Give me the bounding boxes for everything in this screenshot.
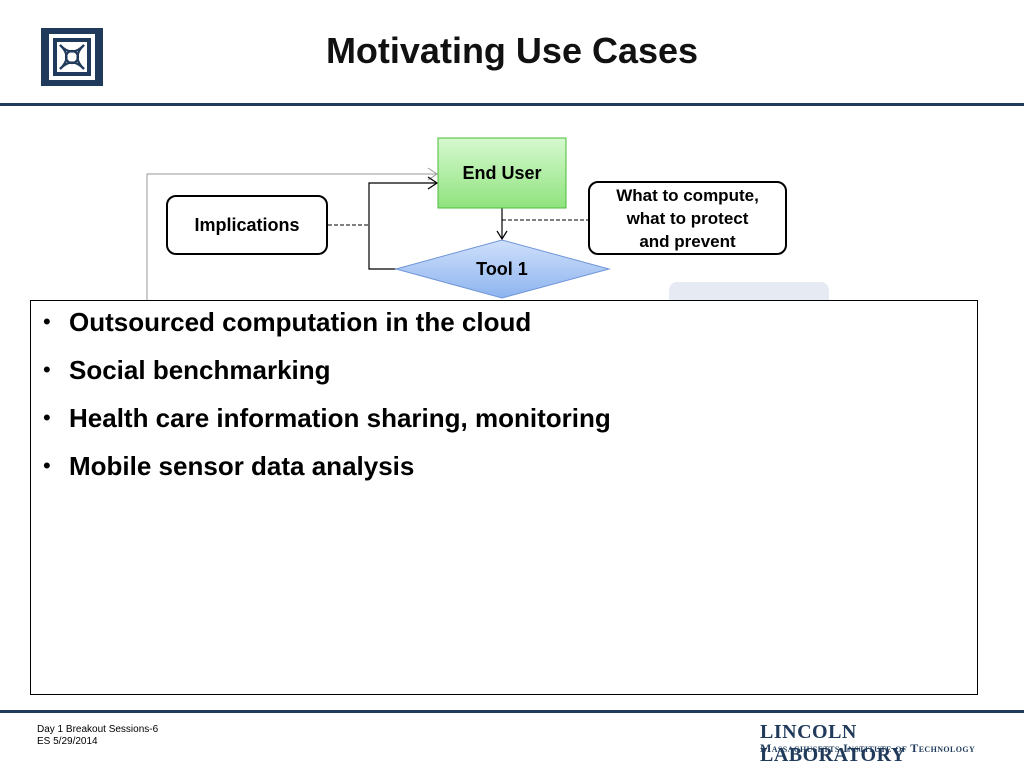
- bullet-text: Mobile sensor data analysis: [69, 451, 415, 481]
- footer-date: ES 5/29/2014: [37, 736, 98, 747]
- mit-ll-logo: [41, 28, 103, 86]
- content-box: • Outsourced computation in the cloud • So…: [30, 300, 978, 695]
- bullet-text: Health care information sharing, monitor…: [69, 403, 611, 433]
- bullet-icon: •: [43, 357, 51, 382]
- lab-name: LINCOLN LABORATORY: [760, 721, 906, 766]
- list-item: • Health care information sharing, monito…: [43, 401, 611, 435]
- tool-diamond: [394, 239, 611, 299]
- header-divider: [0, 103, 1024, 106]
- feedback-loop-arrowhead: [427, 167, 438, 181]
- bullet-text: Outsourced computation in the cloud: [69, 307, 532, 337]
- bullet-icon: •: [43, 309, 51, 334]
- goals-label: What to compute, what to protect and pre…: [589, 182, 786, 254]
- list-item: • Outsourced computation in the cloud: [43, 305, 611, 339]
- end-user-label: End User: [462, 163, 542, 183]
- list-item: • Mobile sensor data analysis: [43, 449, 611, 483]
- use-case-list: • Outsourced computation in the cloud • So…: [43, 305, 611, 497]
- goals-box: [588, 181, 787, 255]
- list-item: • Social benchmarking: [43, 353, 611, 387]
- implications-label: Implications: [194, 215, 300, 235]
- slide-title: Motivating Use Cases: [325, 30, 699, 71]
- footer-session: Day 1 Breakout Sessions-6: [37, 724, 159, 735]
- footer-divider: [0, 710, 1024, 713]
- footer-info: Day 1 Breakout Sessions-6 ES 5/29/2014: [37, 724, 158, 748]
- end-user-box: [437, 137, 567, 209]
- implications-box: [166, 195, 328, 255]
- tool-to-user-arrowhead: [427, 176, 439, 190]
- bullet-icon: •: [43, 405, 51, 430]
- tool-to-user-connector: [368, 182, 436, 270]
- goals-line-3: and prevent: [639, 231, 736, 251]
- goals-line-2: what to protect: [626, 208, 749, 228]
- goals-line-1: What to compute,: [616, 185, 759, 205]
- bullet-text: Social benchmarking: [69, 355, 331, 385]
- user-to-tool-arrowhead: [496, 230, 508, 241]
- feedback-loop-line: [146, 173, 436, 300]
- tool-label: Tool 1: [476, 259, 528, 279]
- lab-subtitle: Massachusetts Institute of Technology: [760, 741, 976, 755]
- bullet-icon: •: [43, 453, 51, 478]
